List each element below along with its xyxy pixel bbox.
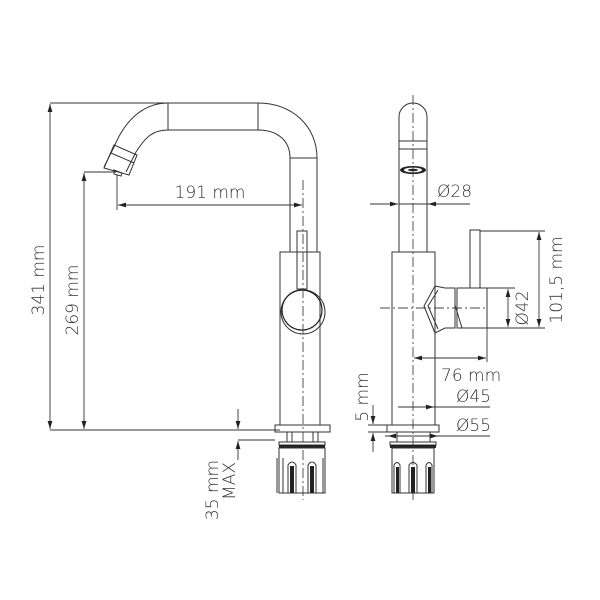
dimension-handle-depth: 76 mm (414, 328, 501, 386)
dimension-handle-diameter: Ø42 (487, 287, 533, 327)
handle-height-label: 101,5 mm (547, 236, 567, 323)
mounting-thickness-qualifier: MAX (220, 462, 240, 500)
dimension-total-height: 341 mm (29, 102, 280, 431)
base-thickness-label: 5 mm (353, 372, 373, 421)
dimension-mounting-thickness: 35 mm MAX (203, 409, 275, 520)
side-view (103, 102, 331, 500)
dimension-handle-height: 101,5 mm (480, 230, 567, 329)
dimension-base-thickness: 5 mm (353, 372, 387, 452)
spout-reach-label: 191 mm (175, 183, 246, 203)
front-view (380, 95, 488, 500)
spout-height-label: 269 mm (63, 265, 83, 336)
spout-diameter-label: Ø28 (437, 182, 472, 202)
total-height-label: 341 mm (29, 245, 49, 316)
base-diameter-label: Ø55 (456, 416, 491, 436)
dimension-spout-diameter: Ø28 (370, 182, 472, 207)
body-diameter-label: Ø45 (456, 387, 491, 407)
dimension-spout-height: 269 mm (63, 171, 116, 429)
mounting-thickness-label: 35 mm (203, 460, 223, 520)
dimension-body-diameter: Ø45 (398, 387, 491, 410)
dimension-base-diameter: Ø55 (385, 416, 491, 439)
dimension-spout-reach: 191 mm (116, 175, 302, 210)
handle-diameter-label: Ø42 (513, 290, 533, 325)
handle-depth-label: 76 mm (441, 366, 501, 386)
